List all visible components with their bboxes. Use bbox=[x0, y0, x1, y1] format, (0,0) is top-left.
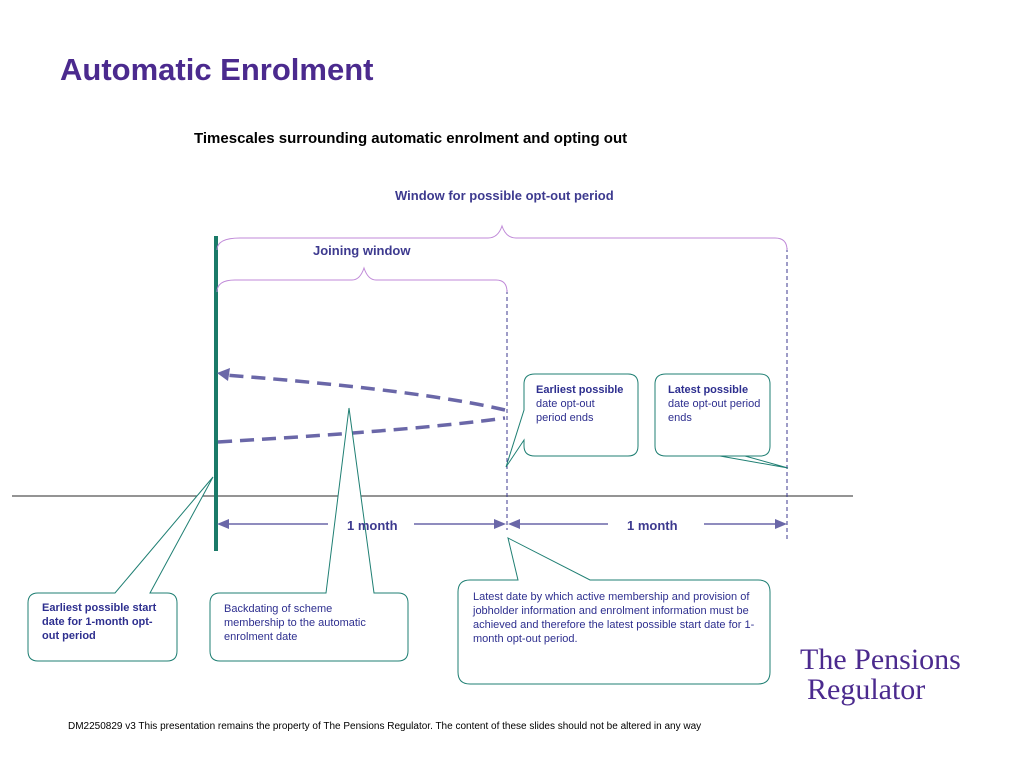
second-month-label: 1 month bbox=[627, 518, 678, 533]
opt-out-window-label: Window for possible opt-out period bbox=[395, 188, 614, 203]
earliest-end-callout-text: Earliest possible date opt-out period en… bbox=[536, 383, 626, 425]
earliest-end-callout-shape bbox=[505, 373, 639, 468]
latest-end-callout-text: Latest possible date opt-out period ends bbox=[668, 383, 764, 425]
latest-end-bold: Latest possible bbox=[668, 384, 749, 396]
first-month-label: 1 month bbox=[347, 518, 398, 533]
page-title: Automatic Enrolment bbox=[60, 52, 374, 87]
latest-end-callout-shape bbox=[654, 373, 789, 469]
joining-window-label: Joining window bbox=[313, 243, 411, 258]
opt-out-window-brace bbox=[216, 224, 788, 251]
backdating-callout-text: Backdating of scheme membership to the a… bbox=[224, 603, 366, 643]
earliest-start-callout-shape bbox=[27, 476, 214, 662]
logo-line-2: Regulator bbox=[807, 673, 926, 706]
latest-start-callout-shape bbox=[457, 537, 771, 685]
backdating-arrowhead bbox=[217, 368, 230, 381]
earliest-end-rest: date opt-out period ends bbox=[536, 398, 595, 424]
logo-line-1: The Pensions bbox=[800, 643, 961, 676]
earliest-end-bold: Earliest possible bbox=[536, 384, 624, 396]
joining-window-brace bbox=[216, 266, 508, 293]
footer-note: DM2250829 v3 This presentation remains t… bbox=[68, 721, 702, 732]
latest-start-callout-text: Latest date by which active membership a… bbox=[473, 591, 755, 645]
backdating-callout-shape bbox=[209, 407, 409, 662]
latest-end-rest: date opt-out period ends bbox=[668, 398, 761, 424]
diagram-subtitle: Timescales surrounding automatic enrolme… bbox=[194, 130, 628, 147]
first-month-arrow bbox=[217, 519, 506, 529]
earliest-start-callout-text: Earliest possible start date for 1-month… bbox=[42, 602, 157, 642]
backdating-dashed-curve-upper bbox=[224, 373, 506, 412]
backdating-dashed-curve-lower bbox=[217, 416, 506, 444]
second-month-arrow bbox=[508, 519, 787, 529]
pensions-regulator-logo: The Pensions Regulator bbox=[800, 645, 961, 705]
